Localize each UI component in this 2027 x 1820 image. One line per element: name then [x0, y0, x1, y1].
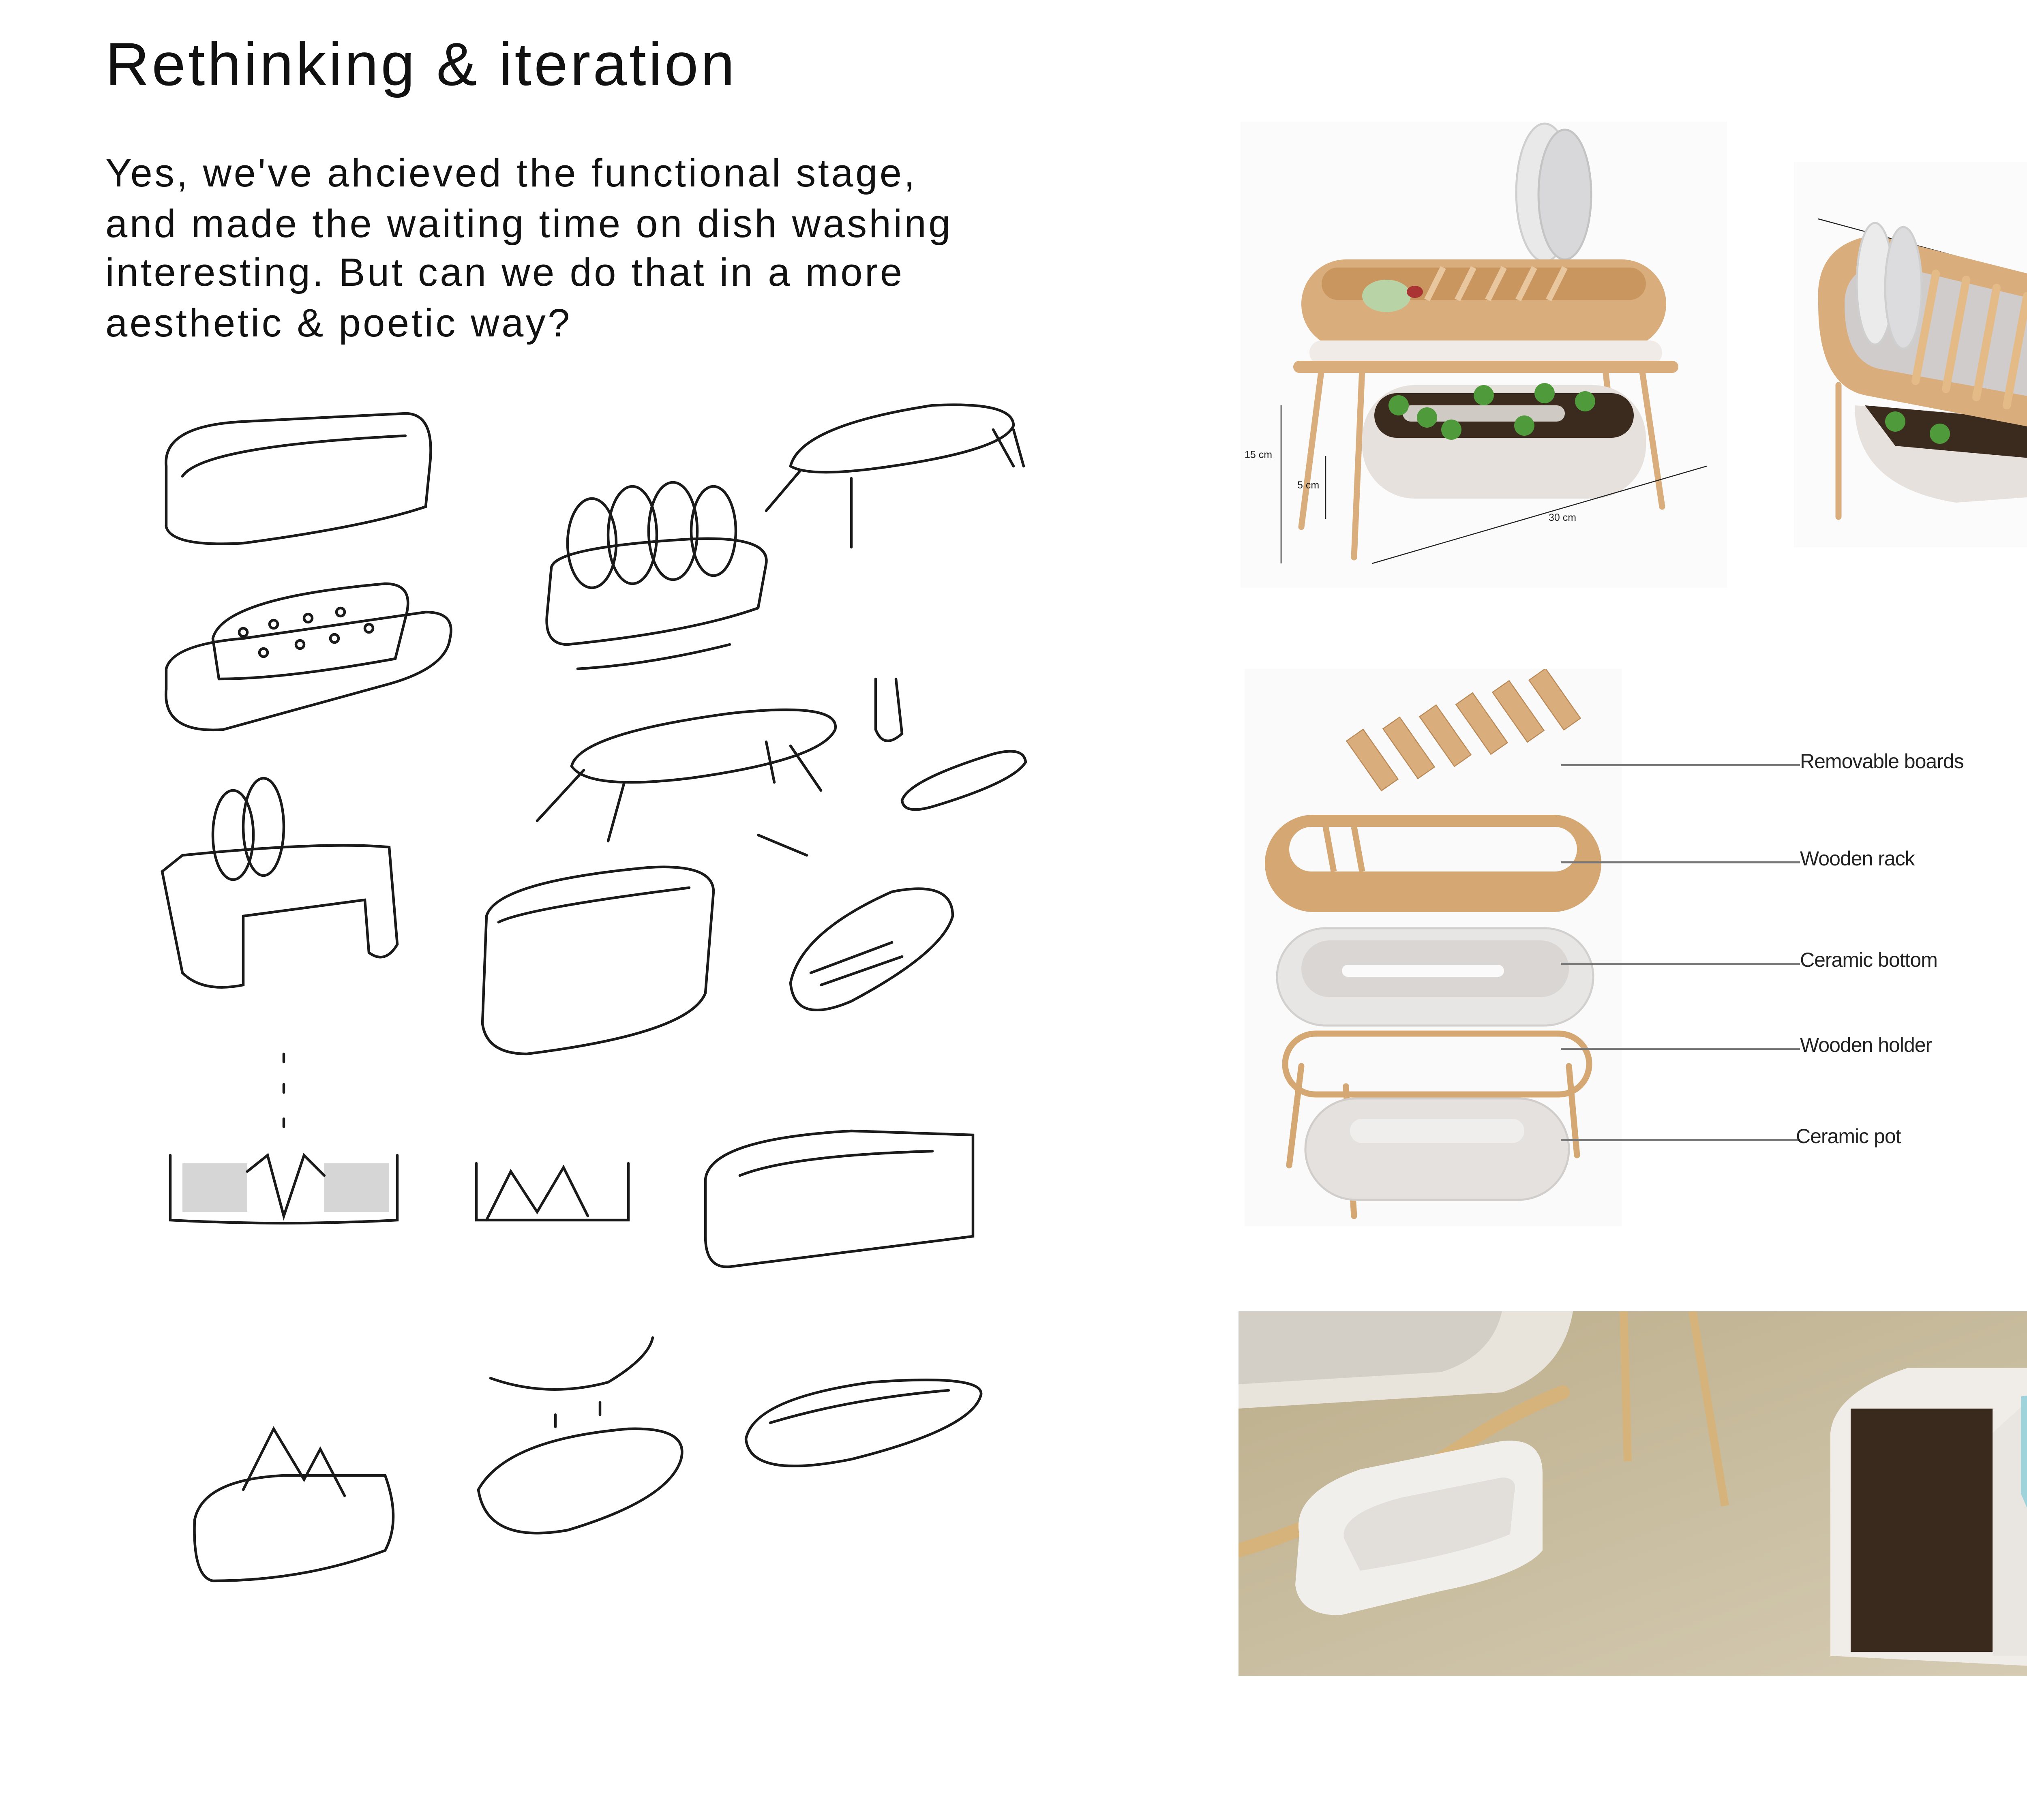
leader-line — [1561, 963, 1800, 965]
label-wooden-rack: Wooden rack — [1561, 849, 2027, 878]
label-ceramic-pot: Ceramic pot — [1561, 1127, 2027, 1155]
leader-line — [1561, 764, 1800, 766]
label-wooden-holder: Wooden holder — [1561, 1036, 2027, 1064]
intro-line: aesthetic & poetic way? — [105, 299, 1058, 349]
soil-cutaway-render-icon — [1238, 1311, 2027, 1676]
dimension-label-height: 15 cm — [1245, 450, 1272, 462]
leader-line — [1561, 1048, 1800, 1050]
dish-rack-planter-render-icon — [1241, 122, 1727, 588]
concept-sketches — [122, 385, 1054, 1642]
render-angled-view: 30 cm 13 cm — [1794, 162, 2027, 547]
intro-line: Yes, we've ahcieved the functional stage… — [105, 150, 1058, 200]
intro-line: interesting. But can we do that in a mor… — [105, 249, 1058, 299]
label-removable-boards: Removable boards — [1561, 752, 2027, 780]
leader-line — [1561, 861, 1800, 863]
pencil-sketch-sheet-icon — [122, 385, 1054, 1642]
label-ceramic-bottom: Ceramic bottom — [1561, 951, 2027, 979]
render-front-view: 15 cm 5 cm 30 cm — [1241, 122, 1727, 588]
intro-line: and made the waiting time on dish washin… — [105, 200, 1058, 250]
dimension-label-pot-height: 5 cm — [1297, 480, 1319, 492]
intro-paragraph: Yes, we've ahcieved the functional stage… — [105, 150, 1058, 349]
dimension-label-length: 30 cm — [1549, 513, 1576, 525]
cutaway-render — [1238, 1311, 2027, 1676]
page-title: Rethinking & iteration — [105, 32, 737, 101]
dish-rack-top-render-icon — [1794, 162, 2027, 547]
leader-line — [1561, 1139, 1800, 1141]
exploded-labels: Removable boards Wooden rack Ceramic bot… — [1561, 730, 2027, 1176]
